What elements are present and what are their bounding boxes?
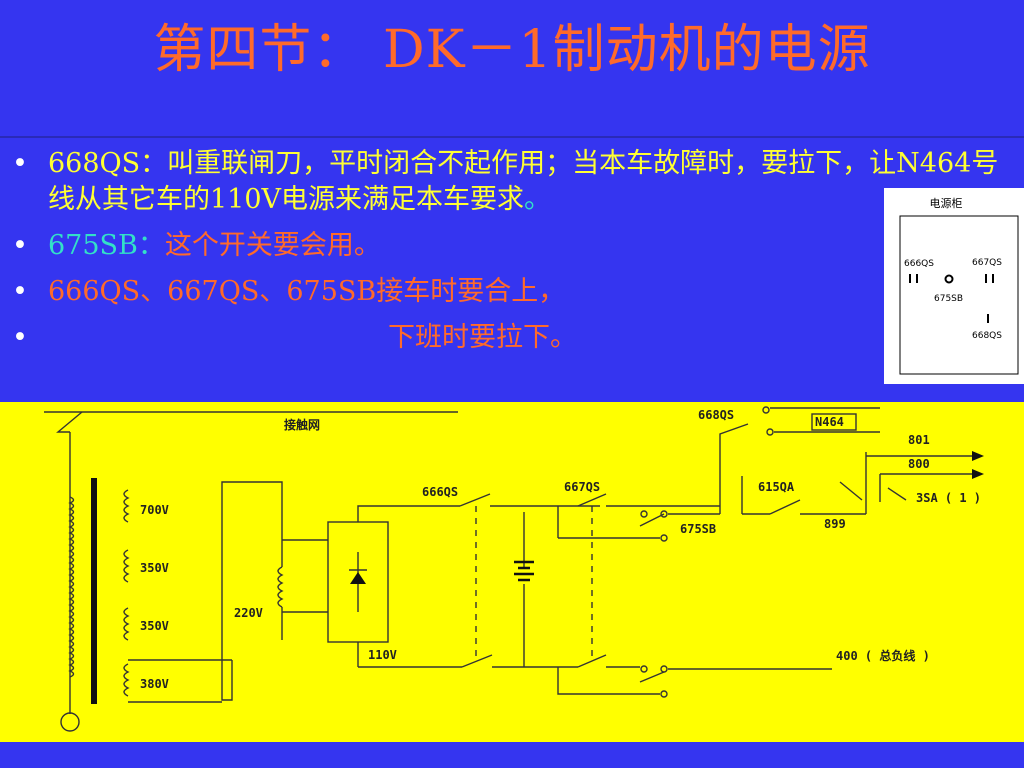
diode-symbol: [350, 572, 366, 584]
panel-666qs-switch: [909, 274, 918, 283]
power-cabinet-panel: 电源柜 666QS 667QS 675SB 668QS: [884, 188, 1024, 384]
label-666qs: 666QS: [422, 485, 458, 499]
label-675sb: 675SB: [680, 522, 716, 536]
coil-380v: [123, 663, 130, 697]
coil-350v-2: [123, 607, 130, 641]
primary-coil: [68, 496, 75, 678]
switch-3sa: [839, 481, 863, 501]
bullet-switches-on: 666QS、667QS、675SB接车时要合上，: [8, 274, 1008, 310]
coil-350v-1: [123, 549, 130, 583]
label-668qs: 668QS: [698, 408, 734, 422]
label-110v: 110V: [368, 648, 397, 662]
label-380v: 380V: [140, 677, 169, 691]
panel-675sb-switch: [944, 274, 954, 284]
switch-667qs-lower: [577, 654, 607, 668]
circuit-diagram: 接触网 700V 350V 350V 380V 220V 110V 666QS …: [0, 402, 1024, 742]
wire-400-lower: [557, 667, 660, 695]
label-667qs: 667QS: [564, 480, 600, 494]
switch-667qs-upper: [577, 493, 607, 507]
contact-675sb-1: [640, 510, 648, 518]
switch-668qs-arm: [719, 423, 749, 514]
panel-675sb-label: 675SB: [934, 294, 963, 304]
contact-400-1: [640, 665, 648, 673]
bullet-period: 。: [524, 184, 552, 215]
panel-667qs-switch: [985, 274, 994, 283]
contact-675sb-3: [660, 534, 668, 542]
switch-400: [639, 671, 665, 683]
bullet-675sb: 675SB：这个开关要会用。: [8, 228, 1008, 264]
wire-positive: [357, 505, 460, 512]
wire-220v: [221, 481, 283, 701]
coil-220v: [277, 566, 284, 608]
bullet-text: 666QS、667QS、675SB接车时要合上，: [48, 276, 566, 307]
label-700v: 700V: [140, 503, 169, 517]
arrow-801: [972, 451, 984, 461]
label-350v-1: 350V: [140, 561, 169, 575]
contact-675sb-2: [660, 510, 668, 518]
bullet-text: 叫重联闸刀，平时闭合不起作用；当本车故障时，要拉下，让N464号线从其它车的11…: [48, 148, 999, 215]
label-801: 801: [908, 433, 930, 447]
contact-668qs-bottom: [766, 428, 774, 436]
label-n464: N464: [815, 415, 844, 429]
label-220v: 220V: [234, 606, 263, 620]
label-615qa: 615QA: [758, 480, 795, 494]
bullet-label: 675SB：: [48, 230, 165, 261]
arrow-800: [972, 469, 984, 479]
bullet-text: 这个开关要会用。: [164, 230, 381, 261]
label-899: 899: [824, 517, 846, 531]
contact-668qs-top: [762, 406, 770, 414]
switch-615qa: [769, 499, 801, 515]
page-title: 第四节： DK－1制动机的电源: [153, 20, 871, 80]
title-divider: [0, 136, 1024, 138]
switch-666qs-upper: [459, 493, 491, 507]
panel-frame: [899, 215, 1019, 375]
label-800: 800: [908, 457, 930, 471]
label-400: 400 ( 总负线 ): [836, 648, 930, 663]
panel-666qs-label: 666QS: [904, 259, 934, 269]
coil-700v: [123, 489, 130, 523]
circuit-svg: 接触网 700V 350V 350V 380V 220V 110V 666QS …: [44, 406, 984, 732]
panel-title: 电源柜: [930, 196, 963, 210]
switch-675sb: [639, 513, 665, 527]
battery-icon: [514, 560, 534, 582]
bullet-switches-off: 下班时要拉下。: [8, 320, 1008, 356]
bullet-text: 下班时要拉下。: [388, 322, 577, 353]
bullet-list: 668QS：叫重联闸刀，平时闭合不起作用；当本车故障时，要拉下，让N464号线从…: [8, 146, 1008, 366]
label-3sa: 3SA ( 1 ): [916, 491, 981, 505]
bullet-label: 668QS：: [48, 148, 168, 179]
label-350v-2: 350V: [140, 619, 169, 633]
label-catenary: 接触网: [284, 417, 320, 432]
power-cabinet-svg: 电源柜 666QS 667QS 675SB 668QS: [899, 196, 1019, 375]
bullet-668qs: 668QS：叫重联闸刀，平时闭合不起作用；当本车故障时，要拉下，让N464号线从…: [8, 146, 1008, 218]
ground-icon: [60, 712, 80, 732]
panel-668qs-label: 668QS: [972, 331, 1002, 341]
pantograph: [56, 411, 83, 433]
n464-box: [811, 413, 857, 431]
switch-3sa-contact: [887, 487, 907, 501]
panel-667qs-label: 667QS: [972, 258, 1002, 268]
contact-400-3: [660, 690, 668, 698]
contact-400-2: [660, 665, 668, 673]
switch-666qs-lower: [461, 654, 493, 668]
